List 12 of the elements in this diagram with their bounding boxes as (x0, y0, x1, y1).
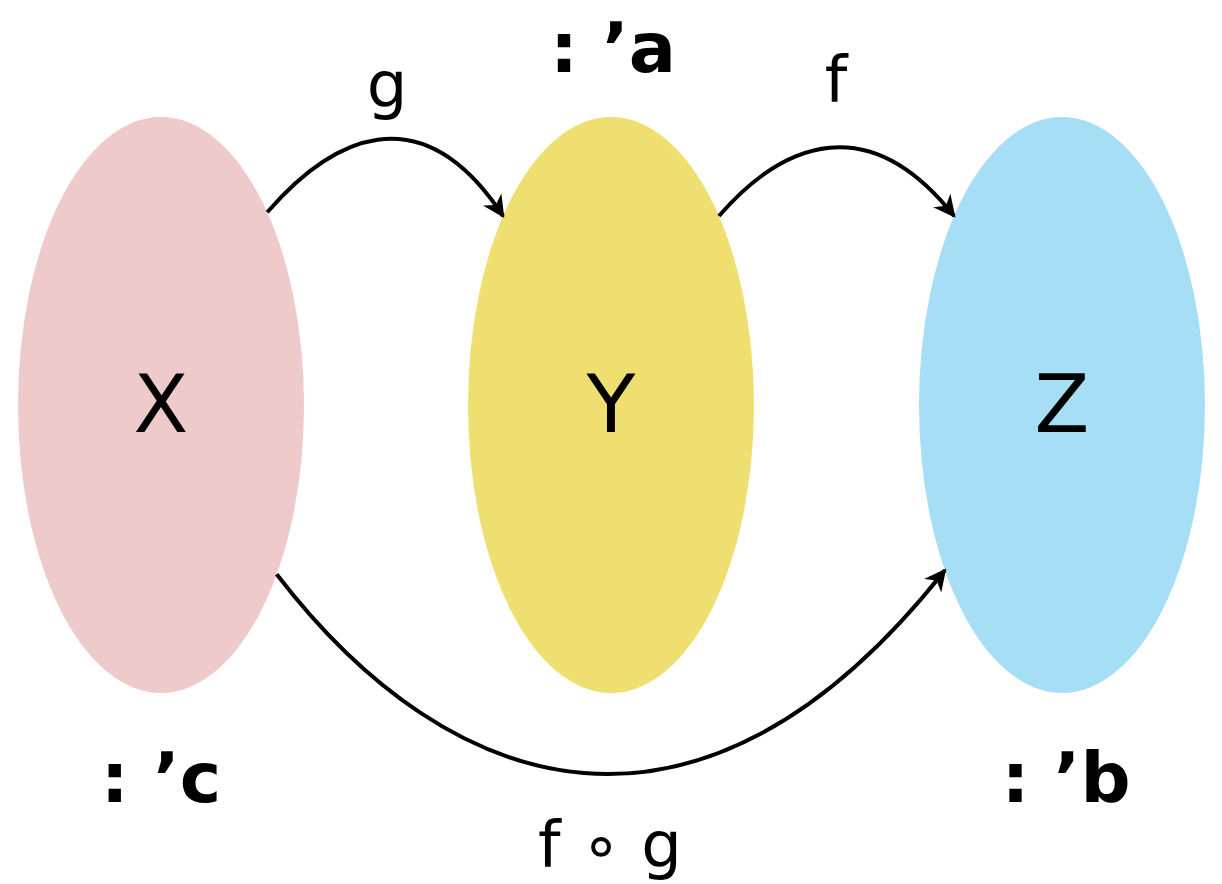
ellipse-set (919, 117, 1205, 693)
set-label: Z (1034, 365, 1090, 445)
ellipse-set (468, 117, 754, 693)
annotation-label: : ’c (100, 743, 222, 813)
set-label: Y (586, 365, 636, 445)
arrow (275, 568, 947, 775)
arrow (717, 145, 956, 218)
arrow (265, 137, 505, 218)
annotation-label: : ’a (549, 13, 677, 83)
ellipse-set (18, 117, 304, 693)
annotation-label: : ’b (1001, 743, 1131, 813)
set-label: X (133, 365, 189, 445)
